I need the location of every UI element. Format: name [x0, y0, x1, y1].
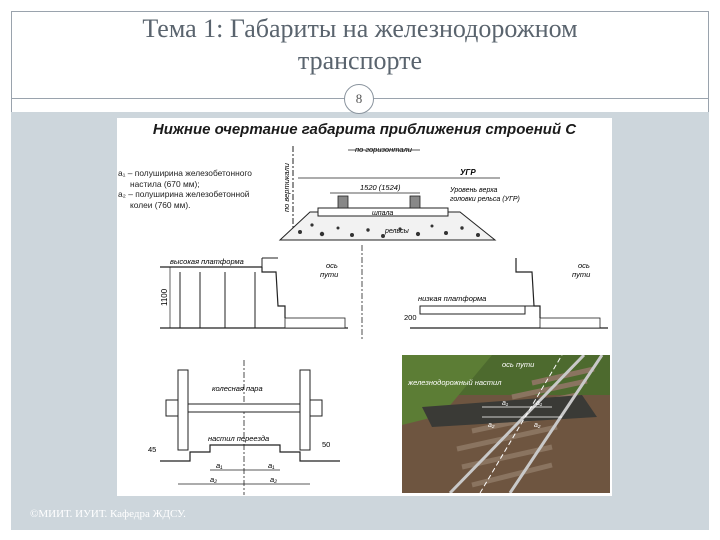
rail-right — [508, 355, 604, 493]
low-platform-label: низкая платформа — [418, 294, 486, 303]
note-line: a₁ – полуширина железобетонного — [118, 168, 252, 178]
photo-deck-label: железнодорожный настил — [407, 378, 502, 387]
right-dim: 50 — [322, 440, 330, 449]
wheelset-label: колесная пара — [212, 384, 263, 393]
track-crossing-photo: ось пути железнодорожный настил a₁ a₁ a₂… — [402, 355, 610, 493]
low-axis-line2: пути — [572, 270, 591, 279]
left-dim: 45 — [148, 445, 156, 454]
a2-left: a₂ — [210, 475, 217, 484]
low-platform-slab — [419, 305, 526, 315]
ballast-prism — [278, 211, 497, 241]
note-line: настила (670 мм); — [130, 178, 200, 189]
high-axis-line1: ось — [326, 261, 338, 270]
gauge-label: 1520 (1524) — [360, 183, 401, 192]
a2-right: a₂ — [270, 475, 277, 484]
figure-notes: a₁ – полуширина железобетонного настила … — [118, 168, 252, 210]
right-rail — [409, 195, 421, 209]
photo-a2-right: a₂ — [534, 422, 541, 429]
figure-heading: Нижние очертание габарита приближения ст… — [152, 121, 577, 138]
ugr-label: УГР — [460, 168, 476, 177]
clearance-outline — [261, 267, 286, 318]
right-wheel — [299, 369, 311, 451]
page-number-badge: 8 — [344, 84, 374, 114]
low-axis-line1: ось — [578, 261, 590, 270]
slide-title: Тема 1: Габариты на железнодорожном тран… — [11, 13, 709, 77]
horizontal-label: по горизонтали — [355, 145, 413, 154]
photo-a1-right: a₁ — [536, 400, 543, 407]
a1-right: a₁ — [268, 461, 275, 470]
axis-line — [479, 355, 563, 493]
photo-a1-left: a₁ — [502, 400, 509, 407]
crossing-label: настил переезда — [208, 434, 269, 443]
ugr-note-line2: головки рельса (УГР) — [450, 196, 520, 203]
sleeper-label: шпала — [372, 210, 393, 217]
sleeper — [317, 207, 449, 217]
left-rail — [337, 195, 349, 209]
note-line: колеи (760 мм). — [130, 199, 191, 210]
track-cross-section: по горизонтали по вертикали УГР 1520 (15… — [278, 145, 520, 241]
a1-left: a₁ — [216, 461, 223, 470]
ugr-note-line1: Уровень верха — [449, 187, 498, 194]
low-platform-height: 200 — [404, 313, 417, 322]
slide-footer: ©МИИТ. ИУИТ. Кафедра ЖДСУ. — [30, 508, 186, 520]
axle — [187, 403, 301, 413]
right-axle-box — [309, 399, 323, 417]
left-wheel — [177, 369, 189, 451]
high-platform-height: 1100 — [160, 288, 169, 306]
photo-illustration: ось пути железнодорожный настил a₁ a₁ a₂… — [402, 355, 610, 493]
crossing-outline — [160, 444, 340, 462]
rail-base — [284, 317, 346, 329]
high-platform-diagram: 1100 высокая платформа ось пути — [160, 245, 363, 340]
ballast-stones — [298, 223, 480, 238]
wheelset-diagram: колесная пара настил переезда 45 50 a₁ a… — [148, 360, 340, 495]
photo-axis-label: ось пути — [502, 360, 535, 369]
low-platform-diagram: низкая платформа 200 ось пути — [404, 258, 608, 329]
slide-title-line2: транспорте — [297, 46, 423, 75]
slide-title-line1: Тема 1: Габариты на железнодорожном — [142, 14, 578, 43]
ballast-label: рельсы — [384, 228, 410, 235]
note-line: a₂ – полуширина железобетонной — [118, 189, 250, 199]
vertical-label: по вертикали — [282, 162, 291, 212]
clearance-outline — [515, 258, 541, 318]
crossing-deck — [422, 395, 597, 427]
rail-left — [448, 355, 586, 493]
rail-base — [539, 317, 601, 329]
high-axis-line2: пути — [320, 270, 339, 279]
left-axle-box — [165, 399, 179, 417]
high-platform-label: высокая платформа — [170, 257, 244, 266]
photo-a2-left: a₂ — [488, 422, 495, 429]
